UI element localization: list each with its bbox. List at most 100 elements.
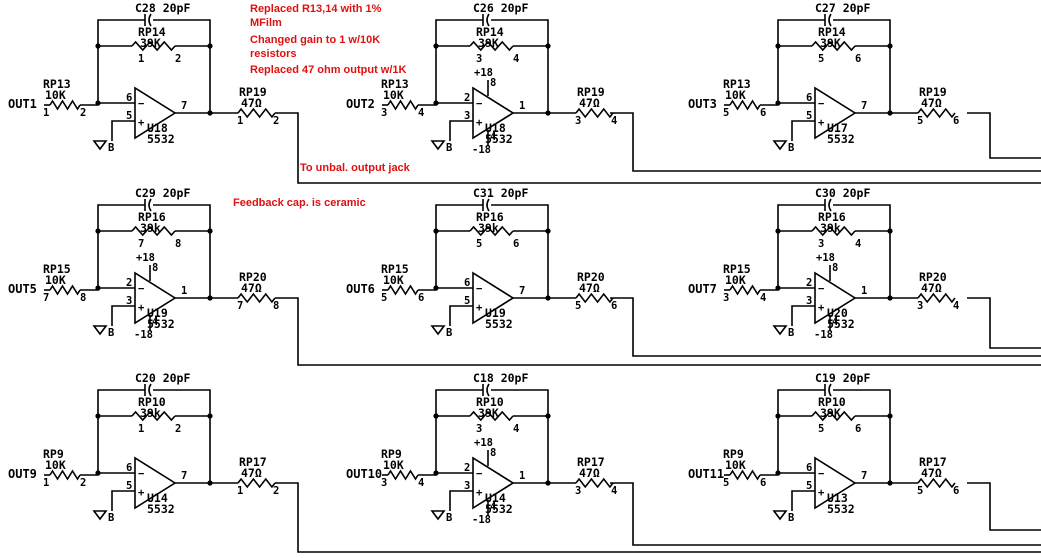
output-pin-number: 7 — [181, 470, 187, 482]
minus-sign: − — [138, 468, 144, 480]
input-resistor — [729, 469, 761, 481]
op-amp-part: 5532 — [827, 132, 855, 146]
feedback-pin-b: 4 — [513, 53, 519, 65]
output-pin-a: 3 — [575, 115, 581, 127]
noninverting-pin-number: 3 — [806, 295, 812, 307]
op-amp-ref: U18 — [485, 121, 506, 135]
output-label: OUT11 — [688, 467, 724, 481]
feedback-right-wire — [833, 19, 891, 113]
feedback-left-wire — [435, 19, 483, 103]
output-resistor-value: 47Ω — [241, 466, 262, 480]
output-resistor — [917, 107, 956, 119]
feedback-pin-a: 3 — [476, 423, 482, 435]
input-resistor-value: 10K — [725, 88, 746, 102]
noninverting-pin-number: 3 — [126, 295, 132, 307]
output-pin-b: 2 — [273, 115, 279, 127]
input-pin-a: 3 — [381, 477, 387, 489]
output-pin-b: 4 — [953, 300, 959, 312]
positive-supply-pin: 8 — [832, 262, 838, 274]
ground-symbol — [92, 510, 108, 521]
positive-supply-label: +18 — [474, 437, 493, 449]
feedback-pin-a: 5 — [476, 238, 482, 250]
input-pin-a: 1 — [43, 477, 49, 489]
junction-dot — [433, 228, 439, 234]
minus-sign: − — [476, 468, 482, 480]
feedback-resistor-value: 39K — [820, 36, 841, 50]
feedback-resistor-value: 39k — [478, 221, 499, 235]
output-pin-a: 5 — [917, 485, 923, 497]
inverting-pin-number: 6 — [806, 462, 812, 474]
feedback-right-wire — [153, 389, 211, 483]
op-amp-triangle — [472, 271, 515, 325]
feedback-cap-label: C31 20pF — [473, 186, 528, 200]
feedback-resistor-value: 39K — [140, 36, 161, 50]
op-amp-triangle — [814, 271, 857, 325]
junction-dot — [887, 228, 893, 234]
output-bus-wires — [275, 112, 1041, 553]
feedback-pin-a: 1 — [138, 423, 144, 435]
junction-dot — [775, 228, 781, 234]
output-pin-a: 3 — [917, 300, 923, 312]
feedback-resistor — [469, 225, 514, 237]
inverting-pin-number: 2 — [126, 277, 132, 289]
plus-sign: + — [818, 117, 824, 129]
bus-wire-3 — [967, 112, 1041, 159]
op-amp-part: 5532 — [485, 502, 513, 516]
input-resistor-value: 10K — [725, 273, 746, 287]
output-resistor-ref: RP19 — [239, 85, 267, 99]
negative-supply-pin: 4 — [832, 316, 838, 328]
feedback-pin-a: 5 — [818, 423, 824, 435]
note-replace-line-1: Replaced R13,14 with 1% — [250, 3, 382, 15]
note-replace-line-3: Changed gain to 1 w/10K — [250, 34, 380, 46]
noninverting-pin-number: 3 — [464, 110, 470, 122]
feedback-right-wire — [833, 389, 891, 483]
feedback-right-wire — [491, 204, 549, 298]
op-amp-part: 5532 — [827, 317, 855, 331]
feedback-resistor-value: 39k — [820, 221, 841, 235]
negative-supply-pin: 4 — [490, 131, 496, 143]
output-resistor-ref: RP19 — [577, 85, 605, 99]
feedback-pin-b: 4 — [513, 423, 519, 435]
feedback-resistor-value: 39K — [478, 36, 499, 50]
note-replace-line-5: Replaced 47 ohm output w/1K — [250, 64, 407, 76]
junction-dot — [887, 413, 893, 419]
feedback-resistor-ref: RP14 — [818, 25, 846, 39]
ground-symbol — [772, 325, 788, 336]
output-label: OUT3 — [688, 97, 717, 111]
output-pin-b: 8 — [273, 300, 279, 312]
bus-wire-7 — [275, 482, 1041, 553]
output-resistor-ref: RP20 — [577, 270, 605, 284]
input-resistor — [387, 99, 419, 111]
output-resistor-value: 47Ω — [241, 281, 262, 295]
output-pin-b: 2 — [273, 485, 279, 497]
op-amp-triangle — [134, 456, 177, 510]
output-pin-b: 6 — [953, 485, 959, 497]
feedback-resistor-value: 39K — [820, 406, 841, 420]
ground-label: B — [788, 512, 794, 524]
bus-wire-2 — [610, 112, 1041, 172]
output-label: OUT1 — [8, 97, 37, 111]
output-resistor-ref: RP20 — [239, 270, 267, 284]
output-resistor-ref: RP19 — [919, 85, 947, 99]
output-resistor-value: 47Ω — [579, 281, 600, 295]
input-pin-a: 1 — [43, 107, 49, 119]
output-resistor-value: 47Ω — [579, 96, 600, 110]
junction-dot — [775, 43, 781, 49]
feedback-left-wire — [777, 19, 825, 103]
junction-dot — [207, 43, 213, 49]
output-pin-b: 6 — [611, 300, 617, 312]
positive-supply-pin: 8 — [152, 262, 158, 274]
minus-sign: − — [818, 283, 824, 295]
output-resistor — [917, 477, 956, 489]
output-pin-number: 7 — [861, 100, 867, 112]
feedback-pin-b: 6 — [855, 423, 861, 435]
feedback-resistor-value: 39K — [478, 406, 499, 420]
input-pin-a: 3 — [381, 107, 387, 119]
feedback-left-wire — [777, 204, 825, 288]
ground-wire — [111, 305, 135, 326]
